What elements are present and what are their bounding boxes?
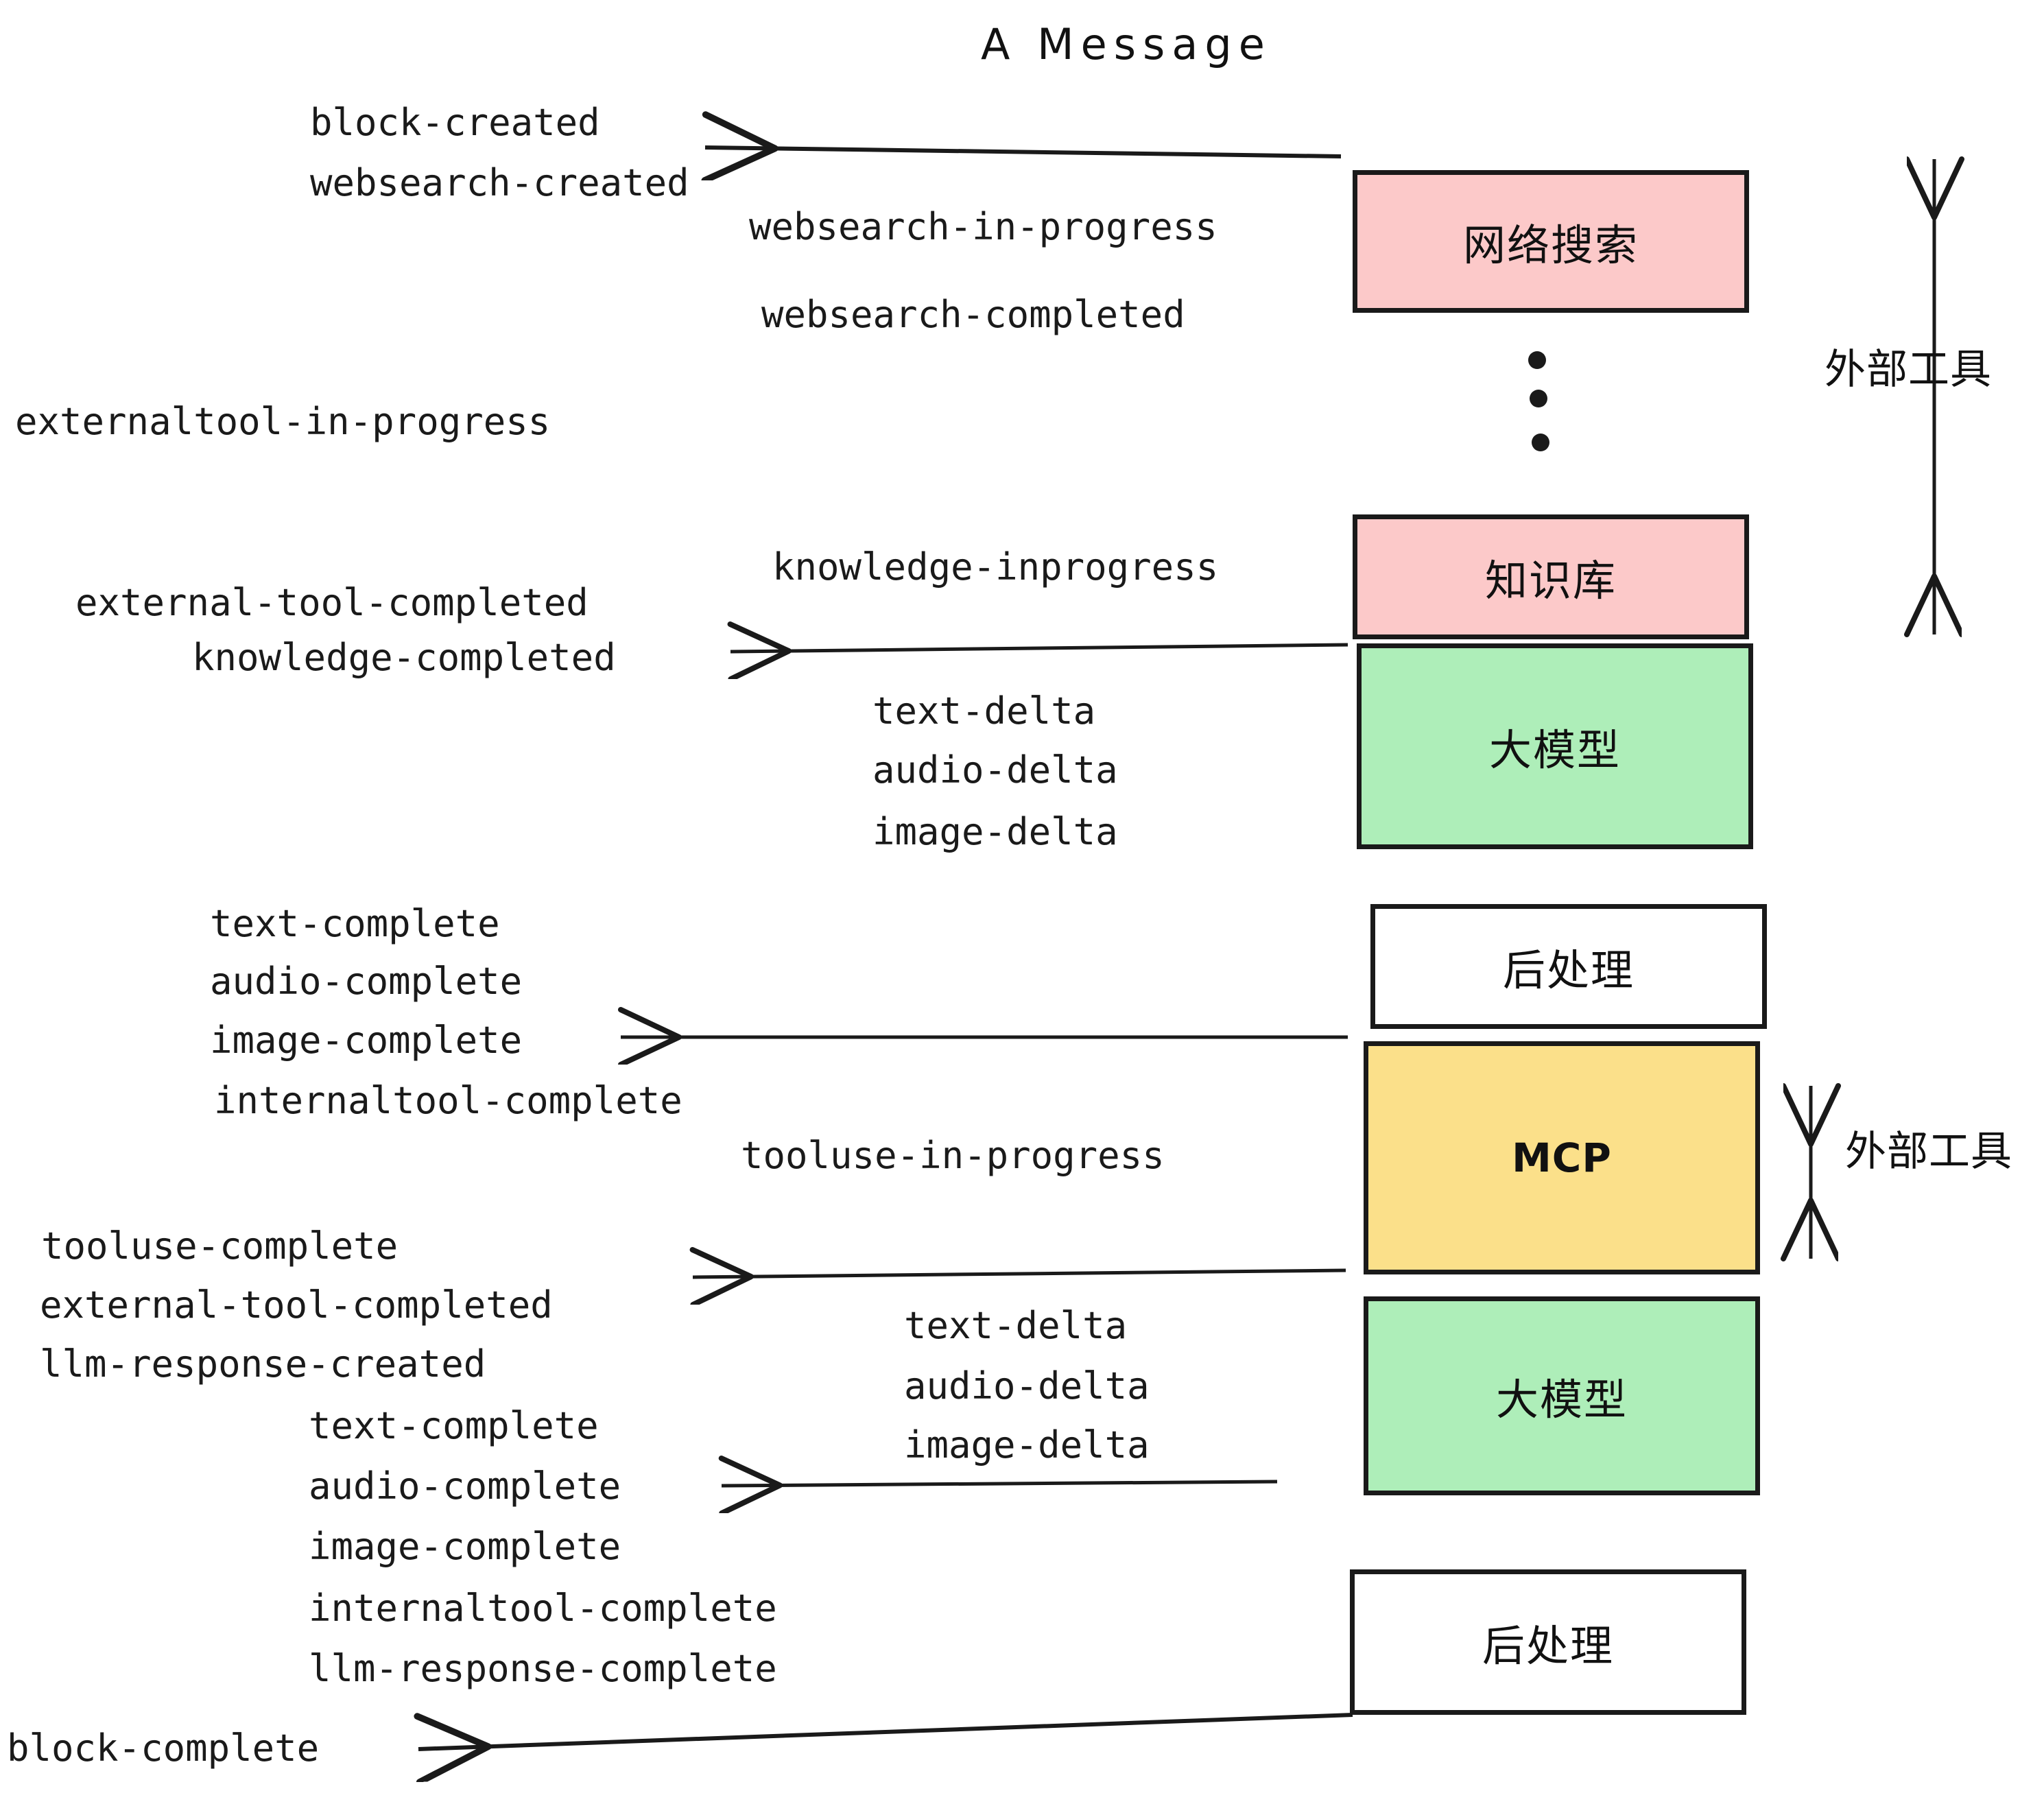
ellipsis-dot	[1528, 351, 1546, 369]
event-text-complete-1: text-complete	[210, 902, 500, 945]
event-tooluse-complete: tooluse-complete	[41, 1224, 399, 1268]
arrow-knowledge-completed	[730, 645, 1348, 652]
event-externaltool-in-progress: externaltool-in-progress	[15, 400, 551, 443]
event-text-delta-1: text-delta	[872, 689, 1096, 733]
event-llm-response-created: llm-response-created	[40, 1342, 486, 1386]
event-block-created: block-created	[310, 101, 600, 144]
event-knowledge-inprogress: knowledge-inprogress	[772, 545, 1219, 589]
ellipsis-dot	[1530, 390, 1547, 407]
event-websearch-completed: websearch-completed	[761, 293, 1185, 336]
event-tooluse-in-progress: tooluse-in-progress	[741, 1134, 1165, 1177]
event-audio-complete-1: audio-complete	[210, 960, 523, 1003]
box-label-knowledge: 知识库	[1484, 556, 1617, 606]
event-audio-complete-2: audio-complete	[309, 1464, 621, 1508]
arrow-block-complete	[418, 1713, 1353, 1749]
box-mcp[interactable]: MCP	[1364, 1041, 1760, 1274]
event-websearch-created: websearch-created	[310, 161, 689, 204]
event-internaltool-complete-1: internaltool-complete	[214, 1079, 682, 1122]
event-external-tool-completed-1: external-tool-completed	[75, 581, 589, 624]
box-postprocess-2[interactable]: 后处理	[1350, 1569, 1746, 1715]
side-label-external-tools-bottom: 外部工具	[1845, 1128, 2012, 1176]
event-audio-delta-2: audio-delta	[904, 1364, 1150, 1408]
box-label-websearch: 网络搜索	[1462, 220, 1639, 270]
event-text-complete-2: text-complete	[309, 1404, 599, 1447]
box-label-mcp: MCP	[1512, 1135, 1612, 1181]
event-text-delta-2: text-delta	[904, 1304, 1128, 1347]
arrow-audio-complete	[722, 1482, 1278, 1486]
box-websearch[interactable]: 网络搜索	[1353, 170, 1749, 313]
side-label-external-tools-top: 外部工具	[1825, 346, 1992, 394]
event-internaltool-complete-2: internaltool-complete	[309, 1587, 777, 1630]
event-image-complete-1: image-complete	[210, 1019, 523, 1062]
box-label-llm-2: 大模型	[1495, 1375, 1628, 1425]
box-postprocess-1[interactable]: 后处理	[1370, 904, 1767, 1029]
box-llm-2[interactable]: 大模型	[1364, 1296, 1760, 1495]
box-label-llm-1: 大模型	[1488, 725, 1621, 775]
arrow-tooluse-complete	[693, 1270, 1346, 1277]
event-audio-delta-1: audio-delta	[872, 748, 1118, 792]
event-external-tool-completed-2: external-tool-completed	[40, 1283, 553, 1327]
arrow-block-created	[705, 147, 1342, 156]
event-block-complete: block-complete	[7, 1726, 320, 1770]
event-image-delta-1: image-delta	[872, 810, 1118, 853]
event-websearch-in-progress: websearch-in-progress	[749, 205, 1217, 248]
event-image-delta-2: image-delta	[904, 1423, 1150, 1467]
box-label-postprocess-2: 后处理	[1482, 1621, 1614, 1671]
ellipsis-dot	[1532, 434, 1549, 451]
box-knowledge[interactable]: 知识库	[1353, 514, 1749, 639]
event-llm-response-complete: llm-response-complete	[309, 1647, 777, 1690]
event-knowledge-completed: knowledge-completed	[192, 636, 616, 679]
event-image-complete-2: image-complete	[309, 1525, 621, 1568]
page-title: A Message	[981, 19, 1272, 69]
box-llm-1[interactable]: 大模型	[1357, 643, 1753, 849]
box-label-postprocess-1: 后处理	[1502, 945, 1635, 995]
